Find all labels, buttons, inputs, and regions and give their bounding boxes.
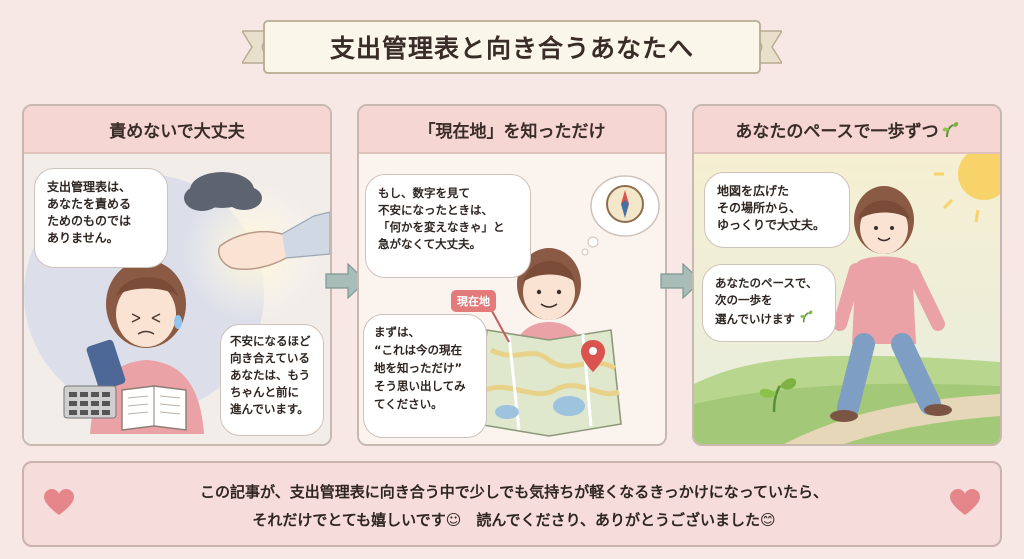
- bubble-line: あなたのペースで、: [715, 276, 818, 290]
- panel-header: 「現在地」を知っただけ: [359, 106, 665, 154]
- panel-illustration: 地図を広げた その場所から、 ゆっくりで大丈夫。 あなたのペースで、 次の一歩を…: [694, 154, 1000, 444]
- current-location-tag: 現在地: [451, 290, 496, 312]
- bubble-line: ゆっくりで大丈夫。: [717, 218, 826, 232]
- panel-current-location: 「現在地」を知っただけ: [357, 104, 667, 446]
- bubble-next-step: あなたのペースで、 次の一歩を 選んでいけます: [702, 264, 836, 342]
- page-title: 支出管理表と向き合うあなたへ: [329, 34, 694, 63]
- map-pin-icon: [581, 340, 605, 372]
- bubble-take-it-slow: 地図を広げた その場所から、 ゆっくりで大丈夫。: [704, 172, 850, 248]
- bubble-line: あなたは、もう: [230, 368, 311, 382]
- closing-message-line-1: この記事が、支出管理表に向き合う中で少しでも気持ちが軽くなるきっかけになっていた…: [200, 483, 828, 501]
- panel-illustration: 支出管理表は、 あなたを責める ためのものでは ありません。 不安になるほど 向…: [24, 154, 330, 444]
- bubble-line: もし、数字を見て: [378, 186, 470, 200]
- bubble-reassurance: 支出管理表は、 あなたを責める ためのものでは ありません。: [34, 168, 168, 268]
- bubble-line: てください。: [374, 397, 443, 411]
- panel-illustration: 現在地 もし、数字を見て 不安になったときは、 「何かを変えなきゃ」と 急がなく…: [359, 154, 665, 444]
- panel-header-label: あなたのペースで一歩ずつ: [735, 121, 939, 142]
- dark-cloud-icon: [184, 172, 262, 211]
- bubble-line: 地を知っただけ”: [374, 361, 463, 375]
- compass-icon: [581, 175, 660, 256]
- bubble-line: 支出管理表は、: [47, 180, 132, 194]
- bubble-line: ありません。: [47, 231, 119, 245]
- panel-dont-blame: 責めないで大丈夫: [22, 104, 332, 446]
- sprout-icon: [759, 378, 797, 413]
- bubble-encouragement: 不安になるほど 向き合えている あなたは、もう ちゃんと前に 進んでいます。: [220, 324, 324, 436]
- closing-message-line-2: それだけでとても嬉しいです☺ 読んでくださり、ありがとうございました😊: [252, 511, 776, 529]
- sprout-icon: [800, 310, 813, 323]
- bubble-line: その場所から、: [717, 201, 802, 215]
- bubble-line: 選んでいけます: [715, 309, 823, 328]
- bubble-line: 不安になったときは、: [378, 203, 493, 217]
- bubble-line: 急がなくて大丈夫。: [378, 237, 482, 251]
- bubble-line: 次の一歩を: [715, 293, 773, 307]
- heart-icon: [950, 489, 980, 515]
- title-banner: 支出管理表と向き合うあなたへ: [242, 19, 782, 75]
- bubble-line: まずは、: [374, 325, 420, 339]
- sun-icon: [934, 154, 1000, 223]
- ribbon-banner-icon: [242, 20, 782, 74]
- bubble-line: 進んでいます。: [230, 402, 309, 416]
- bubble-line: あなたを責める: [47, 197, 132, 211]
- bubble-line-text: 選んでいけます: [715, 312, 795, 326]
- bubble-line: 向き合えている: [230, 351, 310, 365]
- bubble-line: “これは今の現在: [374, 343, 463, 357]
- panel-header: あなたのペースで一歩ずつ: [694, 106, 1000, 154]
- heart-icon: [44, 489, 74, 515]
- bubble-line: 「何かを変えなきゃ」と: [378, 220, 505, 234]
- closing-message-box: この記事が、支出管理表に向き合う中で少しでも気持ちが軽くなるきっかけになっていた…: [22, 461, 1002, 547]
- bubble-dont-rush: もし、数字を見て 不安になったときは、 「何かを変えなきゃ」と 急がなくて大丈夫…: [365, 174, 531, 278]
- bubble-line: 不安になるほど: [230, 334, 311, 348]
- panel-your-pace: あなたのペースで一歩ずつ: [692, 104, 1002, 446]
- bubble-just-location: まずは、 “これは今の現在 地を知っただけ” そう思い出してみ てください。: [363, 314, 487, 438]
- panel-header: 責めないで大丈夫: [24, 106, 330, 154]
- sprout-icon: [942, 122, 958, 138]
- bubble-line: ちゃんと前に: [230, 385, 299, 399]
- bubble-line: 地図を広げた: [717, 184, 790, 198]
- bubble-line: そう思い出してみ: [374, 379, 466, 393]
- bubble-line: ためのものでは: [47, 214, 132, 228]
